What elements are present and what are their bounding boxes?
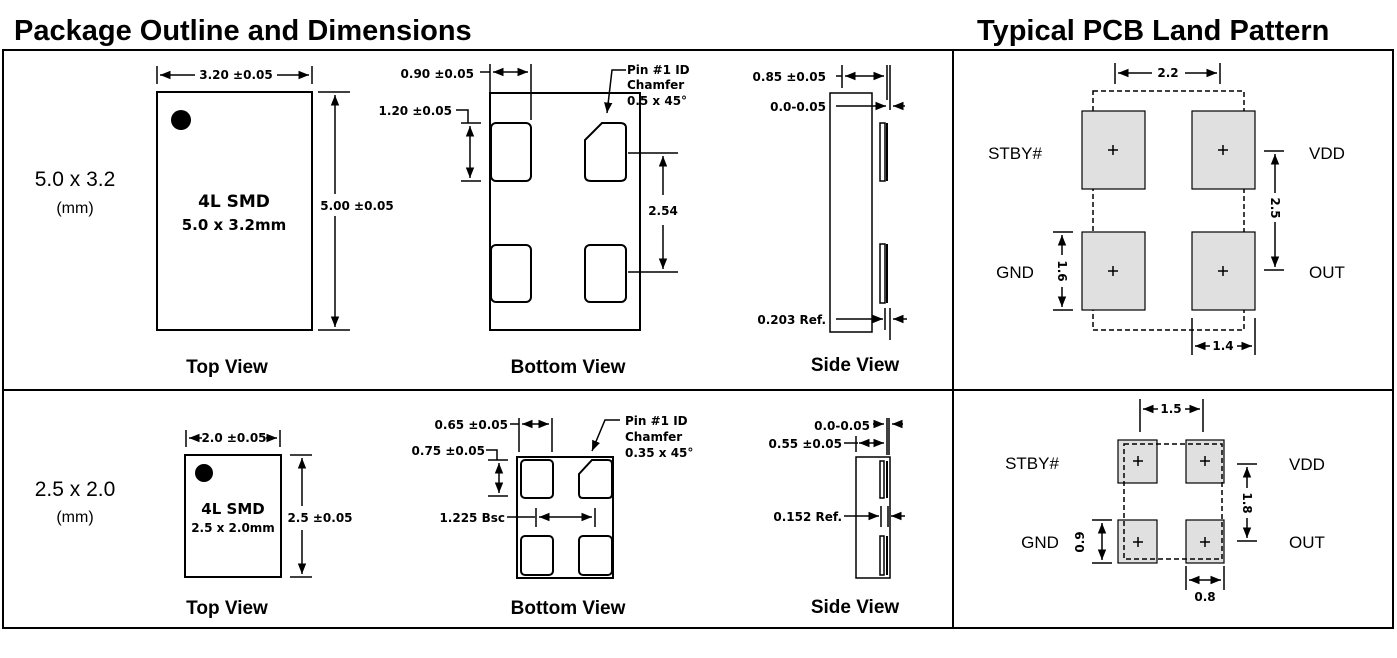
marking-line1: 4L SMD — [201, 500, 264, 518]
pad-width-dimension: 0.65 ±0.05 — [435, 418, 508, 432]
pin-label-vdd: VDD — [1309, 144, 1345, 163]
pin1-label: Pin #1 ID — [627, 63, 690, 77]
top-view: 4L SMD 2.5 x 2.0mm 2.0 ±0.05 2.5 ±0.05 T… — [184, 430, 353, 619]
pin1-chamfer-size: 0.35 x 45° — [625, 446, 693, 460]
pad-height-dimension: 0.9 — [1073, 531, 1087, 552]
land-pattern: STBY# VDD GND OUT 1.5 1.8 0.9 0.8 — [1005, 399, 1325, 604]
width-dimension: 2.0 ±0.05 — [201, 431, 266, 445]
pad-pitch-dimension: 1.225 Bsc — [439, 511, 505, 525]
package-outline-title: Package Outline and Dimensions — [14, 15, 472, 47]
pin1-label: Pin #1 ID — [625, 414, 688, 428]
top-view-label: Top View — [186, 357, 268, 378]
pad-center-marks — [1108, 145, 1228, 276]
marking-line2: 5.0 x 3.2mm — [182, 216, 287, 234]
width-dimension: 3.20 ±0.05 — [199, 68, 272, 82]
thickness-dimension: 0.85 ±0.05 — [753, 70, 826, 84]
pad-height-dimension: 1.6 — [1055, 260, 1069, 281]
row-5x3-2: 5.0 x 3.2 (mm) 4L SMD 5.0 x 3.2mm 3.20 ±… — [35, 63, 1345, 378]
side-view: 0.85 ±0.05 0.0-0.05 0.203 Ref. Side View — [753, 65, 907, 376]
package-unit: (mm) — [56, 509, 93, 526]
pad-ref-dimension: 0.203 Ref. — [757, 313, 826, 327]
bottom-view: 0.65 ±0.05 0.75 ±0.05 1.225 Bsc Pin #1 I… — [412, 414, 694, 619]
thickness-dimension: 0.55 ±0.05 — [769, 437, 842, 451]
pad-ref-dimension: 0.152 Ref. — [773, 510, 842, 524]
side-view-label: Side View — [811, 355, 900, 376]
pin-label-stby: STBY# — [988, 144, 1042, 163]
package-size: 5.0 x 3.2 — [35, 168, 116, 191]
pin1-label-chamfer: Chamfer — [627, 78, 684, 92]
land-pattern-title: Typical PCB Land Pattern — [977, 15, 1329, 47]
top-view: 4L SMD 5.0 x 3.2mm 3.20 ±0.05 5.00 ±0.05… — [156, 66, 394, 378]
pad-width-dimension: 0.8 — [1194, 590, 1215, 604]
row-2-5x2-0: 2.5 x 2.0 (mm) 4L SMD 2.5 x 2.0mm 2.0 ±0… — [35, 399, 1325, 619]
package-unit: (mm) — [56, 200, 93, 217]
pin1-dot-icon — [195, 464, 213, 482]
pin1-dot-icon — [171, 110, 191, 130]
h-pitch-dimension: 2.2 — [1157, 66, 1178, 80]
top-view-label: Top View — [186, 598, 268, 619]
side-view: 0.0-0.05 0.55 ±0.05 0.152 Ref. Side View — [769, 418, 905, 618]
pin1-chamfer-size: 0.5 x 45° — [627, 94, 687, 108]
v-pitch-dimension: 1.8 — [1240, 492, 1254, 513]
standoff-dimension: 0.0-0.05 — [814, 419, 870, 433]
side-view-label: Side View — [811, 597, 900, 618]
pin-label-out: OUT — [1289, 533, 1325, 552]
pad-pitch-dimension: 2.54 — [648, 204, 678, 218]
bottom-view-label: Bottom View — [511, 598, 626, 619]
pad-width-dimension: 1.4 — [1212, 339, 1233, 353]
pad-width-dimension: 0.90 ±0.05 — [401, 67, 474, 81]
v-pitch-dimension: 2.5 — [1268, 197, 1282, 218]
pad-center-marks — [1133, 456, 1210, 547]
pin-label-vdd: VDD — [1289, 455, 1325, 474]
land-pattern: STBY# VDD GND OUT 2.2 2.5 1.6 1.4 — [988, 63, 1345, 355]
marking-line2: 2.5 x 2.0mm — [191, 521, 275, 535]
pin-label-stby: STBY# — [1005, 454, 1059, 473]
h-pitch-dimension: 1.5 — [1160, 402, 1181, 416]
pin-label-out: OUT — [1309, 263, 1345, 282]
pad-height-dimension: 0.75 ±0.05 — [412, 444, 485, 458]
marking-line1: 4L SMD — [198, 192, 270, 212]
pad-height-dimension: 1.20 ±0.05 — [379, 104, 452, 118]
pin-label-gnd: GND — [996, 263, 1034, 282]
pin-label-gnd: GND — [1021, 533, 1059, 552]
bottom-view-label: Bottom View — [511, 357, 626, 378]
package-size: 2.5 x 2.0 — [35, 478, 116, 501]
standoff-dimension: 0.0-0.05 — [770, 100, 826, 114]
height-dimension: 5.00 ±0.05 — [320, 199, 393, 213]
frame — [2, 49, 1394, 629]
pin1-label-chamfer: Chamfer — [625, 430, 682, 444]
height-dimension: 2.5 ±0.05 — [287, 511, 352, 525]
bottom-view: 0.90 ±0.05 1.20 ±0.05 Pin #1 ID Chamfer … — [379, 63, 690, 378]
